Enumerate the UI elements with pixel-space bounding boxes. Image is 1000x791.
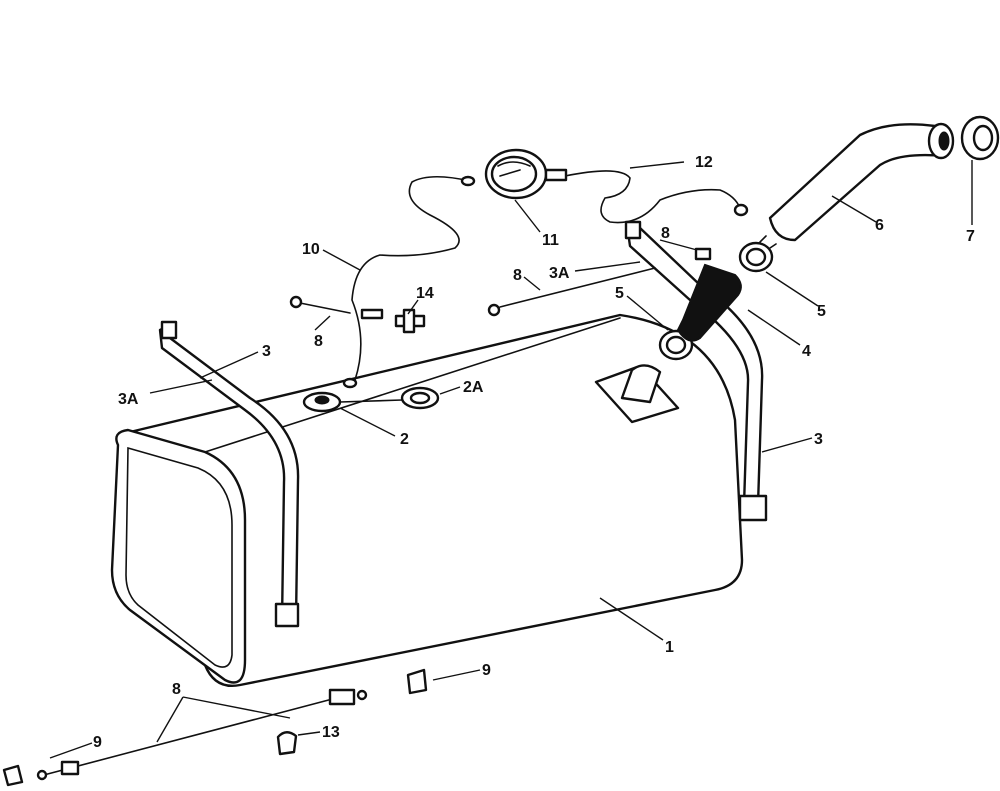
filler-hose xyxy=(768,122,955,242)
line-clip-right xyxy=(406,668,428,695)
gauge-wire xyxy=(544,168,749,224)
callout-5-lower: 5 xyxy=(615,285,624,302)
fuel-line-upper-right xyxy=(694,247,712,261)
callout-9-a: 9 xyxy=(482,662,491,679)
callout-3a-left: 3A xyxy=(118,391,139,408)
drain-plug xyxy=(302,391,342,413)
callout-8-d: 8 xyxy=(172,681,181,698)
filler-neck-flange xyxy=(594,364,680,424)
fuel-line-upper-center xyxy=(487,267,656,317)
line-clamp xyxy=(276,731,298,756)
fuel-line-upper-left xyxy=(289,295,384,320)
filler-cap-adapter xyxy=(960,115,1000,161)
callout-2: 2 xyxy=(400,431,409,448)
callout-6: 6 xyxy=(875,217,884,234)
callout-7: 7 xyxy=(966,228,975,245)
callout-11: 11 xyxy=(542,232,559,249)
tank-strap-left xyxy=(158,320,300,628)
callout-9-b: 9 xyxy=(93,734,102,751)
callout-labels: 1 2 2A 3 3A 3 3A 4 5 5 6 7 8 8 8 8 9 9 1… xyxy=(93,154,975,751)
callout-12: 12 xyxy=(695,154,713,171)
callout-2a: 2A xyxy=(463,379,484,396)
fuel-gauge xyxy=(484,148,548,200)
callout-5-upper: 5 xyxy=(817,303,826,320)
leader-lines xyxy=(49,160,973,759)
callout-3-left: 3 xyxy=(262,343,271,360)
fuel-line-lower xyxy=(36,688,368,781)
callout-8-b: 8 xyxy=(513,267,522,284)
callout-13: 13 xyxy=(322,724,340,741)
callout-4: 4 xyxy=(802,343,811,360)
sender-wire xyxy=(342,175,476,389)
hose-clamp-upper xyxy=(738,235,777,273)
callout-3a-top: 3A xyxy=(549,265,570,282)
callout-3-right: 3 xyxy=(814,431,823,448)
line-clip-left xyxy=(2,764,24,787)
tee-fitting xyxy=(394,308,426,334)
callout-10: 10 xyxy=(302,241,320,258)
callout-8-a: 8 xyxy=(314,333,323,350)
gasket xyxy=(400,386,440,410)
connector-hose xyxy=(676,263,742,342)
callout-14: 14 xyxy=(416,285,434,302)
callout-8-c: 8 xyxy=(661,225,670,242)
callout-1: 1 xyxy=(665,639,674,656)
